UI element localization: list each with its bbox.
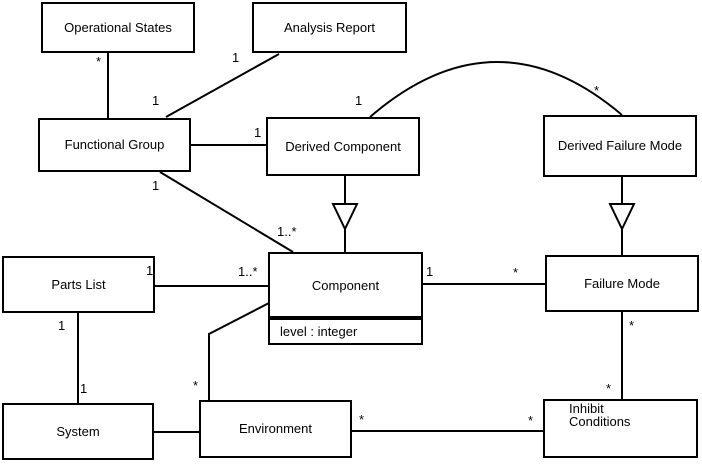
class-name: Inhibit Conditions — [569, 401, 631, 429]
class-box-analysis-report: Analysis Report — [252, 2, 407, 53]
multiplicity-component-from-functional-group-end: 1..* — [277, 224, 297, 239]
multiplicity-functional-group-top-end: 1 — [152, 93, 160, 108]
multiplicity-failure-mode-left-end: * — [513, 265, 519, 280]
multiplicity-parts-list-bottom-end: 1 — [58, 318, 66, 333]
assoc-derived-component-derived-failure-mode-arc — [369, 61, 623, 118]
class-name: Parts List — [51, 276, 106, 292]
multiplicity-derived-component-end: 1 — [254, 125, 262, 140]
assoc-functional-group-component — [159, 171, 294, 253]
class-name: Failure Mode — [584, 275, 660, 291]
assoc-component-environment — [208, 302, 270, 400]
class-box-operational-states: Operational States — [41, 2, 195, 53]
class-box-inhibit-conditions: Inhibit Conditions — [543, 399, 698, 458]
class-name: Derived Component — [285, 138, 401, 154]
class-attributes-compartment: level : integer — [268, 318, 423, 345]
class-box-functional-group: Functional Group — [38, 118, 191, 172]
multiplicity-environment-right-end: * — [359, 412, 365, 427]
multiplicity-inhibit-conditions-top-end: * — [606, 381, 612, 396]
class-name-compartment: Component — [268, 252, 423, 318]
multiplicity-failure-mode-bottom-end: * — [629, 318, 635, 333]
class-name: Derived Failure Mode — [557, 138, 683, 153]
class-box-parts-list: Parts List — [2, 256, 155, 313]
multiplicity-parts-list-right-end: 1 — [146, 263, 154, 278]
class-box-system: System — [2, 403, 154, 460]
class-box-derived-component: Derived Component — [266, 117, 420, 176]
class-name: Functional Group — [64, 137, 165, 152]
generalization-derived-failure-mode-failure-mode — [608, 177, 636, 255]
class-name: Analysis Report — [283, 19, 376, 35]
multiplicity-analysis-report-end: 1 — [232, 50, 240, 65]
class-name: System — [56, 423, 100, 439]
multiplicity-operational-states-end: * — [96, 54, 102, 69]
generalization-triangle-icon — [331, 203, 359, 232]
multiplicity-arc-derived-component-end: 1 — [355, 93, 363, 108]
multiplicity-component-right-end: 1 — [426, 264, 434, 279]
class-name: Environment — [239, 421, 312, 436]
generalization-derived-component-component — [331, 176, 359, 252]
multiplicity-system-top-end: 1 — [80, 381, 88, 396]
class-box-environment: Environment — [199, 400, 352, 458]
class-box-component: Component level : integer — [268, 252, 423, 345]
multiplicity-arc-derived-failure-mode-end: * — [594, 83, 600, 98]
multiplicity-functional-group-bottom-end: 1 — [152, 178, 160, 193]
assoc-analysis-report-functional-group — [165, 53, 280, 118]
multiplicity-component-from-parts-list-end: 1..* — [238, 264, 258, 279]
class-name: Component — [311, 277, 380, 293]
multiplicity-environment-top-end: * — [193, 378, 199, 393]
generalization-triangle-icon — [608, 203, 636, 232]
class-attribute: level : integer — [280, 324, 358, 339]
class-box-derived-failure-mode: Derived Failure Mode — [543, 115, 697, 177]
class-box-failure-mode: Failure Mode — [545, 255, 699, 312]
class-name: Operational States — [64, 19, 172, 35]
multiplicity-inhibit-conditions-left-end: * — [528, 413, 534, 428]
